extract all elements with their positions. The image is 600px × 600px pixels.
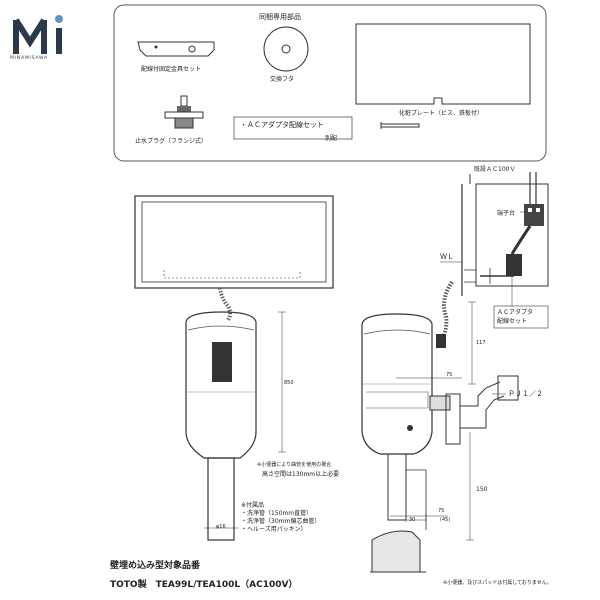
adapter-label-1: ＡＣアダプタ [497,309,534,316]
logo-mark-icon [13,15,63,54]
accessory-item-3: ・ヘルーズ用パッキン） [241,526,307,533]
logo-text: MINAMISAWA [10,56,48,61]
part-label-bracket: 配線付固定金具セット [141,66,202,73]
dim-117: 117 [476,340,486,346]
parts-box-title: 同梱専用部品 [259,13,301,21]
ac-adapter-set-label: ・ＡＣアダプタ配線セット [240,121,324,129]
wl-label: ＷＬ [440,253,454,261]
brand-logo: MINAMISAWA [6,6,90,68]
dim-30: 30 [409,517,416,523]
part-label-plate: 化粧プレート（ビス、鉄板付） [399,110,484,117]
terminal-label: 端子台 [497,210,516,217]
bracket-part-icon [137,41,215,57]
product-heading: 壁埋め込み型対象品番 [110,561,201,571]
pipe-label: ＰＪ１／２ [508,390,543,398]
dim-75-top: 75 [446,372,453,378]
dim-phi16: φ16 [216,524,226,530]
stop-plug-icon [164,95,204,129]
existing-ac-label: 既設ＡＣ100Ｖ [474,166,516,173]
footnote: ※小便器、及びスパッドは付属しておりません。 [443,580,552,586]
product-models: TOTO製 TEA99L/TEA100L（AC100V） [110,580,298,590]
separate-label: 別配 [325,135,338,142]
part-label-plug: 止水プラグ（フランジ式） [135,138,208,145]
dim-150: 150 [476,486,488,493]
dim-75-bottom: 75 [438,508,445,514]
space-note-1: ※小便器により曲管を使用の場合 [257,462,332,468]
dim-45: (45) [440,517,451,523]
decor-plate-icon [355,23,531,129]
space-note-2: 高さ空間は130mm以上必要 [262,471,340,478]
part-label-cover: 交換フタ [270,76,295,83]
accessory-item-1: ・洗浄管（150mm直管） [241,510,313,517]
accessory-note-title: ※付属品 [241,502,265,509]
accessory-item-2: ・洗浄管（30mm偏芯曲管） [241,518,321,525]
dim-850: 850 [284,380,294,386]
cover-part-icon [263,26,309,72]
adapter-label-2: 配線セット [497,318,528,325]
